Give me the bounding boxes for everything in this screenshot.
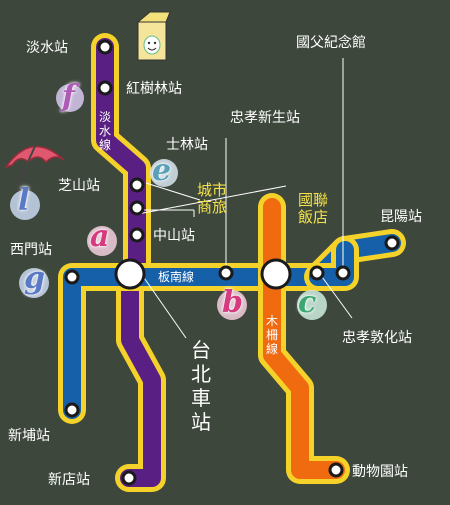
station-dot-xindian[interactable]: [121, 470, 137, 486]
milk-carton-icon: [136, 11, 171, 61]
marker-letter-l[interactable]: l: [18, 183, 30, 218]
marker-letter-b[interactable]: b: [222, 285, 243, 320]
marker-letter-f[interactable]: f: [62, 79, 75, 114]
marker-letter-c[interactable]: c: [298, 285, 317, 320]
station-label-xindian: 新店站: [48, 472, 90, 488]
letter-bubbles: [10, 84, 327, 320]
line-label-bannan: 板南線: [158, 270, 195, 284]
station-label-zoo: 動物園站: [352, 464, 408, 480]
station-dot-taipei-main[interactable]: [114, 258, 146, 290]
umbrella-icon: [4, 143, 65, 193]
station-dot-zhongshan[interactable]: [129, 227, 145, 243]
hotel-label-city: 城市商旅: [197, 181, 228, 216]
station-markers: [64, 39, 400, 486]
station-label-zhongshan: 中山站: [153, 228, 195, 244]
leader-lines: [137, 58, 353, 339]
station-label-taipei-main: 台北車站: [191, 338, 211, 434]
station-dot-zhongxiao-dunhua[interactable]: [309, 265, 325, 281]
station-label-ximen: 西門站: [10, 242, 52, 258]
marker-letter-e[interactable]: e: [152, 153, 172, 188]
marker-letter-g[interactable]: g: [24, 261, 45, 296]
transfer-markers: [114, 258, 292, 290]
station-label-zhongxiao-xinsheng: 忠孝新生站: [230, 110, 300, 126]
station-dot-zhishan[interactable]: [129, 200, 145, 216]
line-label-muzha: 木柵線: [265, 314, 278, 356]
station-label-kunyang: 昆陽站: [380, 209, 422, 225]
station-label-zhongxiao-dunhua: 忠孝敦化站: [342, 330, 412, 346]
station-label-tamsui: 淡水站: [26, 40, 68, 56]
station-dot-shilin[interactable]: [129, 177, 145, 193]
station-dot-xinpu[interactable]: [64, 402, 80, 418]
hotel-label-united: 國聯飯店: [298, 191, 329, 226]
station-dot-transfer-muzha[interactable]: [260, 258, 292, 290]
station-dot-ximen[interactable]: [64, 269, 80, 285]
muzha-line: [263, 198, 345, 479]
station-label-sun-yatsen-memorial: 國父紀念館: [296, 35, 366, 51]
station-dot-kunyang[interactable]: [384, 235, 400, 251]
station-dot-zhongxiao-xinsheng[interactable]: [218, 265, 234, 281]
station-dot-hongshulin[interactable]: [97, 80, 113, 96]
station-label-xinpu: 新埔站: [8, 428, 50, 444]
station-dot-tamsui[interactable]: [97, 39, 113, 55]
marker-letter-a[interactable]: a: [90, 219, 110, 254]
station-label-hongshulin: 紅樹林站: [126, 81, 182, 97]
line-label-tamsui: 淡水線: [98, 110, 111, 152]
station-dot-zoo[interactable]: [328, 462, 344, 478]
station-dot-sun-yatsen-memorial[interactable]: [335, 265, 351, 281]
station-label-zhishan: 芝山站: [58, 178, 100, 194]
station-label-shilin: 士林站: [166, 137, 208, 153]
